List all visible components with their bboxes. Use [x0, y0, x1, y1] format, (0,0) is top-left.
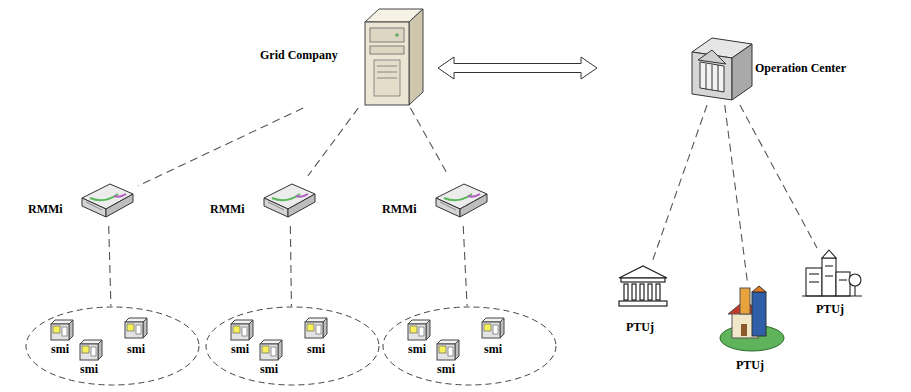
- smart-meter-icon: [482, 318, 504, 338]
- node-label: RMMi: [382, 202, 417, 216]
- meter-label: smi: [408, 342, 426, 356]
- smart-meter-icon: [51, 320, 73, 340]
- meter-group: smismismi: [25, 306, 200, 386]
- device-node: PTUj: [712, 284, 792, 382]
- town-icon: [802, 250, 862, 296]
- node-label: Operation Center: [755, 61, 846, 75]
- meter-label: smi: [80, 362, 98, 376]
- dashed-link: [463, 226, 467, 306]
- dashed-link: [740, 105, 817, 248]
- meter-label: smi: [307, 342, 325, 356]
- device-node: PTUj: [612, 262, 674, 342]
- operation-center-icon: [692, 38, 752, 100]
- router-icon: [436, 184, 487, 217]
- double-arrow: [438, 57, 597, 79]
- meter-label: smi: [231, 342, 249, 356]
- device-node: RMMi: [28, 176, 138, 226]
- server-icon: [365, 9, 423, 105]
- dashed-link: [138, 108, 303, 186]
- meter-label: smi: [51, 342, 69, 356]
- smart-meter-icon: [408, 320, 430, 340]
- node-label: PTUj: [816, 302, 844, 316]
- node-label: RMMi: [210, 202, 245, 216]
- router-icon: [264, 184, 315, 217]
- meter-label: smi: [260, 362, 278, 376]
- device-node: PTUj: [798, 248, 868, 318]
- smart-meter-icon: [305, 318, 327, 338]
- dashed-link: [652, 105, 707, 262]
- smart-meter-icon: [125, 318, 147, 338]
- device-node: RMMi: [210, 176, 320, 226]
- dashed-link: [109, 226, 111, 306]
- dashed-link: [290, 226, 291, 306]
- meter-group: smismismi: [382, 306, 557, 386]
- smart-meter-icon: [80, 340, 102, 360]
- device-node: RMMi: [382, 176, 492, 226]
- dashed-link: [725, 105, 748, 284]
- smart-meter-icon: [231, 320, 253, 340]
- meter-label: smi: [484, 342, 502, 356]
- meter-label: smi: [437, 362, 455, 376]
- church-icon: [720, 286, 784, 351]
- dashed-link: [410, 108, 448, 176]
- smart-meter-icon: [437, 340, 459, 360]
- device-node: Operation Center: [605, 35, 863, 105]
- meter-group: smismismi: [205, 306, 380, 386]
- bank-icon: [619, 266, 667, 306]
- node-label: PTUj: [626, 320, 654, 334]
- meter-label: smi: [127, 342, 145, 356]
- device-node: Grid Company: [258, 8, 430, 108]
- node-label: RMMi: [28, 202, 63, 216]
- node-label: PTUj: [736, 358, 764, 372]
- router-icon: [82, 184, 133, 217]
- dashed-link: [308, 108, 358, 176]
- node-label: Grid Company: [260, 48, 338, 62]
- smart-meter-icon: [260, 340, 282, 360]
